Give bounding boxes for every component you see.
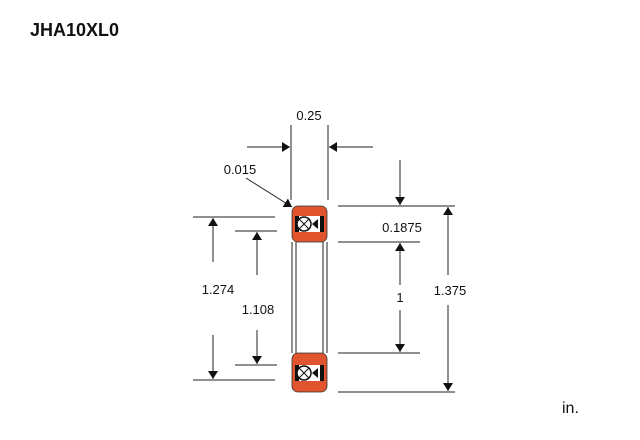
unit-label: in. <box>562 400 579 417</box>
outer-land-value: 1.274 <box>202 282 235 297</box>
corner-radius-callout: 0.015 <box>224 162 293 208</box>
bore-value: 1 <box>396 290 403 305</box>
top-ring-section <box>291 205 328 243</box>
section-height-value: 0.1875 <box>382 220 422 235</box>
bore-dimension: 1 <box>395 243 405 352</box>
outer-land-dimension: 1.274 <box>202 218 235 379</box>
bottom-ring-section <box>291 352 328 393</box>
outer-diameter-value: 1.375 <box>434 283 467 298</box>
part-number-title: JHA10XL0 <box>30 20 120 40</box>
inner-land-value: 1.108 <box>242 302 275 317</box>
inner-land-dimension: 1.108 <box>242 232 275 364</box>
width-value: 0.25 <box>296 108 321 123</box>
section-height-dimension: 0.1875 <box>382 160 422 235</box>
width-dimension: 0.25 <box>247 108 373 200</box>
outer-diameter-dimension: 1.375 <box>434 207 467 391</box>
corner-radius-value: 0.015 <box>224 162 257 177</box>
bearing-cross-section <box>291 205 328 393</box>
